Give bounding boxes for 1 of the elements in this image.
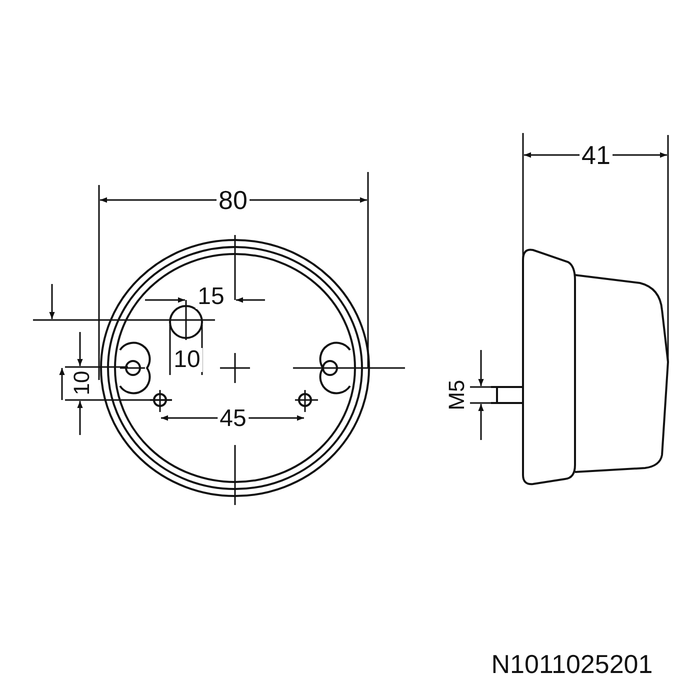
dimension-label: 15 (196, 285, 226, 309)
